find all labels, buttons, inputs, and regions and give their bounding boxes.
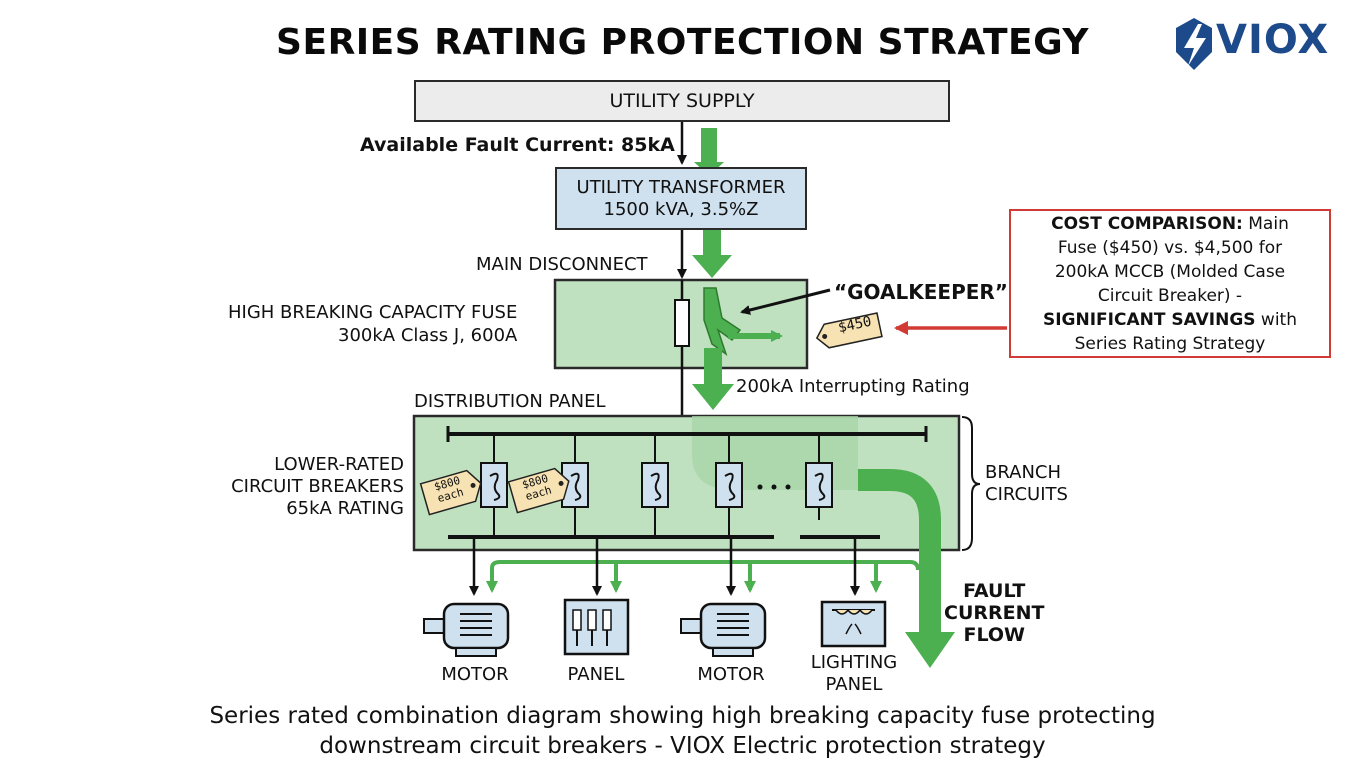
breaker-5 [805, 434, 833, 520]
breaker-price-tag-2 [507, 467, 570, 514]
panel-label: PANEL [567, 664, 625, 685]
breaker-3 [641, 434, 669, 537]
lighting-line2: PANEL [825, 674, 883, 695]
goalkeeper-pointer [740, 288, 831, 315]
lighting-panel-label: LIGHTING PANEL [794, 652, 914, 696]
breaker-4 [715, 434, 743, 537]
cost-comparison-box: COST COMPARISON: Main Fuse ($450) vs. $4… [1009, 209, 1331, 358]
cost-line-6: Series Rating Strategy [1074, 333, 1266, 354]
caption-line1: Series rated combination diagram showing… [209, 703, 1156, 729]
green-fault-arrow-low [692, 348, 734, 410]
caption: Series rated combination diagram showing… [0, 701, 1365, 761]
fault-current-flow-label: FAULT CURRENT FLOW [944, 580, 1044, 646]
goalkeeper-label: “GOALKEEPER” [834, 280, 1008, 304]
cost-line-3: 200kA MCCB (Molded Case [1054, 261, 1286, 282]
fault-flow-line2: CURRENT [944, 602, 1045, 624]
fuse-rating: 300kA Class J, 600A [338, 325, 518, 346]
branch-line2: CIRCUITS [985, 484, 1068, 505]
utility-transformer-box: UTILITY TRANSFORMER 1500 kVA, 3.5%Z [555, 167, 807, 230]
cost-text-2: with [1255, 309, 1298, 330]
lighting-panel-icon [820, 600, 887, 648]
motor-icon-1 [423, 602, 510, 657]
diagram-title: SERIES RATING PROTECTION STRATEGY [276, 22, 1089, 63]
transformer-title: UTILITY TRANSFORMER [576, 176, 786, 198]
fault-flow-line1: FAULT [963, 580, 1026, 602]
fuse-title: HIGH BREAKING CAPACITY FUSE [228, 302, 518, 323]
main-disconnect-label: MAIN DISCONNECT [476, 254, 648, 275]
lower-rated-breakers-label: LOWER-RATED CIRCUIT BREAKERS 65kA RATING [212, 454, 404, 520]
caption-line2: downstream circuit breakers - VIOX Elect… [319, 733, 1046, 759]
branch-circuits-label: BRANCH CIRCUITS [985, 462, 1068, 506]
cost-text-1: Main [1242, 213, 1289, 234]
green-fault-arrow-mid [692, 230, 732, 278]
available-fault-current-label: Available Fault Current: 85kA [360, 134, 675, 156]
breaker-1 [480, 434, 508, 537]
lower-rated-line1: LOWER-RATED [274, 454, 404, 475]
viox-logo [1168, 14, 1358, 74]
lighting-line1: LIGHTING [810, 652, 898, 673]
fuse-symbol [674, 299, 690, 347]
fault-flow-line3: FLOW [963, 624, 1025, 646]
motor-label-2: MOTOR [697, 664, 765, 685]
motor-label-1: MOTOR [441, 664, 509, 685]
motor-icon-2 [680, 602, 767, 657]
cost-line-2: Fuse ($450) vs. $4,500 for [1057, 237, 1283, 258]
lower-rated-line2: CIRCUIT BREAKERS [231, 476, 404, 497]
branch-line1: BRANCH [985, 462, 1062, 483]
branch-brace [961, 416, 981, 551]
utility-supply-label: UTILITY SUPPLY [609, 90, 755, 112]
breaker-price-tag-1 [419, 469, 482, 516]
distribution-panel-label: DISTRIBUTION PANEL [414, 391, 606, 412]
cost-line-4: Circuit Breaker) - [1097, 285, 1243, 306]
interrupting-rating-label: 200kA Interrupting Rating [736, 376, 970, 397]
utility-supply-box: UTILITY SUPPLY [414, 80, 950, 122]
lower-rated-line3: 65kA RATING [286, 498, 404, 519]
panel-icon [563, 598, 630, 656]
fuse-price-tag [815, 312, 883, 349]
fault-flow-arrow [858, 469, 941, 640]
cost-savings: SIGNIFICANT SAVINGS [1042, 309, 1256, 330]
green-return-line [490, 560, 920, 580]
fuse-label: HIGH BREAKING CAPACITY FUSE 300kA Class … [228, 301, 517, 347]
lightning-bolt-icon [1176, 18, 1212, 70]
brand-name: VIOX [1216, 17, 1330, 63]
transformer-rating: 1500 kVA, 3.5%Z [603, 198, 759, 220]
cost-heading: COST COMPARISON: [1051, 213, 1243, 234]
